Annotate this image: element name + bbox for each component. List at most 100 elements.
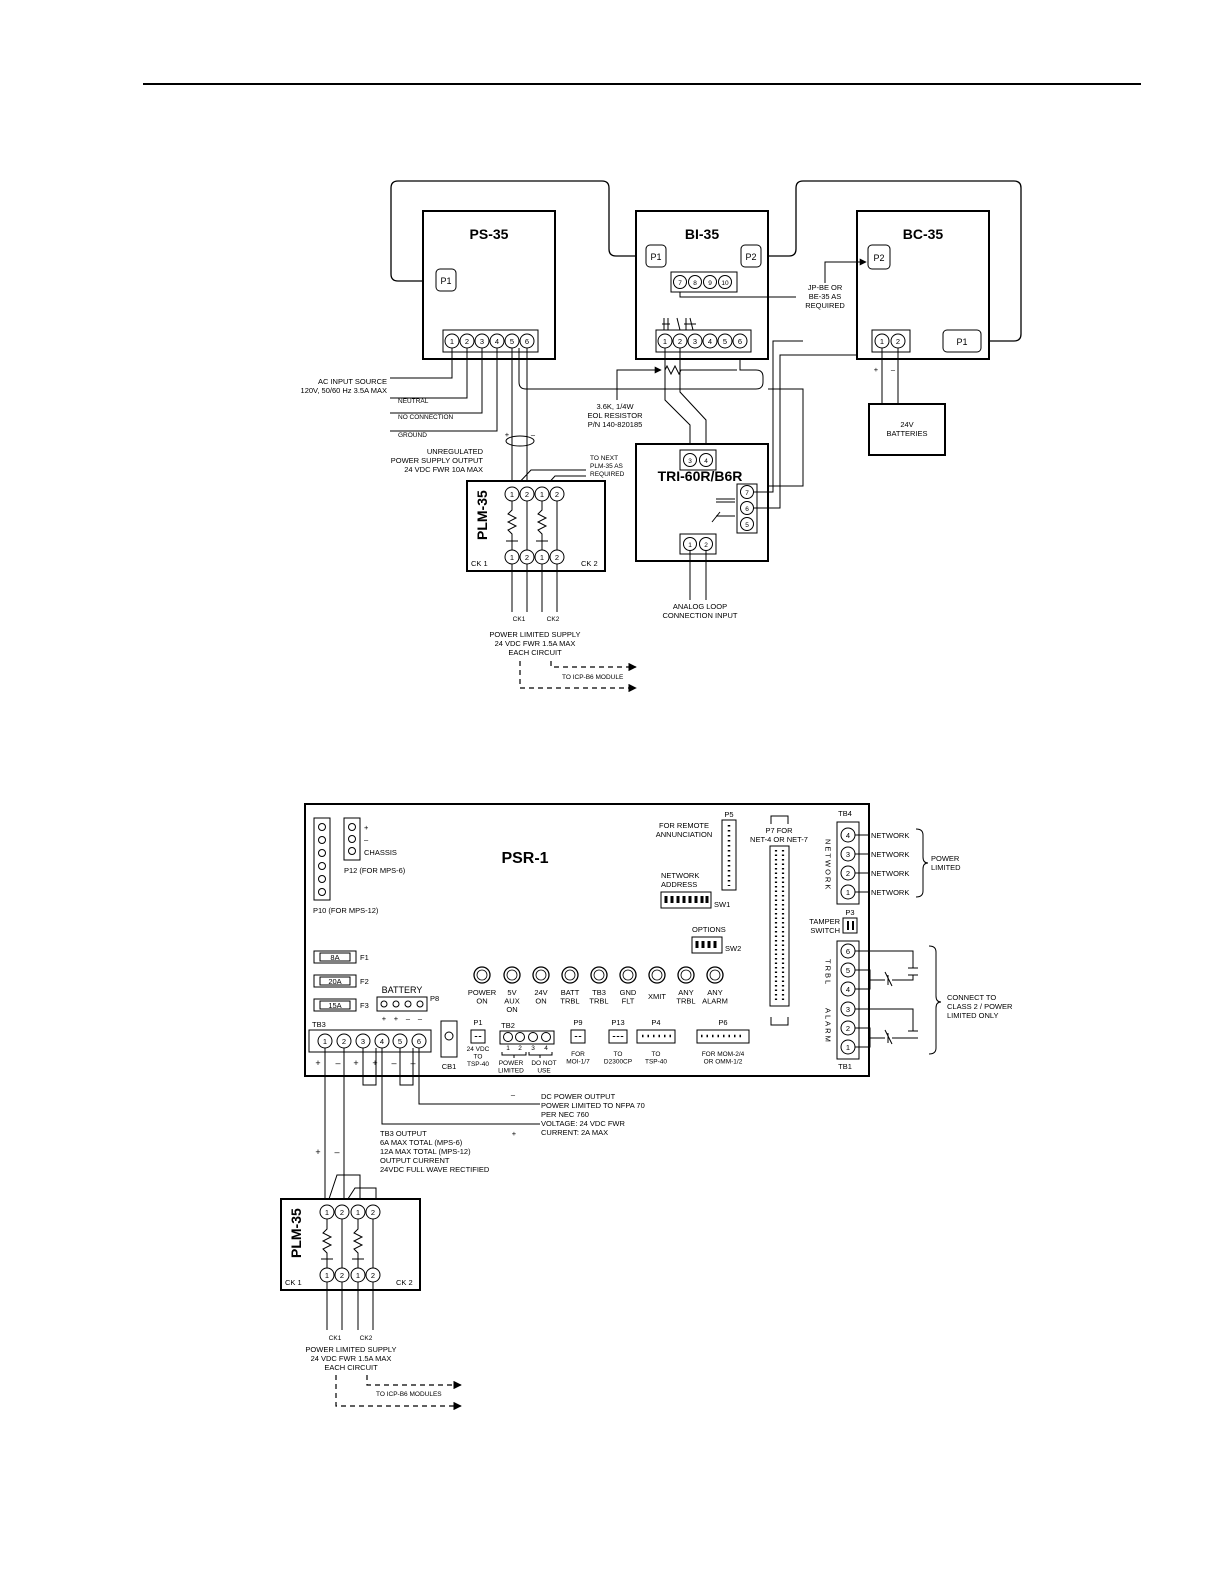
svg-text:2: 2 [340,1271,344,1280]
network-label: NETWORK [871,888,909,897]
plm35-top-title: PLM-35 [474,490,490,540]
battery-sign: – [418,1014,423,1023]
svg-text:1: 1 [846,888,850,897]
class2-brace [928,945,942,1055]
p9-connector [570,1029,586,1044]
tri-terminal [740,517,754,531]
svg-text:5: 5 [846,966,850,975]
p5-label: P5 [724,810,733,819]
ps35-p1-label: P1 [440,276,451,286]
to-icp-modules-label: TO ICP-B6 MODULES [376,1391,442,1398]
p12-pin [348,823,356,831]
bi35-p1 [645,244,667,268]
svg-text:1: 1 [325,1208,329,1217]
tb4-label: TB4 [838,809,852,818]
svg-text:20A: 20A [328,977,341,986]
bottom-diagram: PSR-1 P10 (FOR MPS-12) + – CHASSIS P12 (… [280,803,1013,1411]
battery-wires [881,348,899,404]
ps35-terminal-number: 1 [450,337,454,346]
svg-text:1: 1 [325,1271,329,1280]
ps35-title: PS-35 [470,226,509,242]
svg-text:F1: F1 [360,953,369,962]
tb2-braces [501,1052,553,1058]
to-icp-modules-arrow-2 [335,1375,462,1411]
svg-text:3: 3 [531,1045,535,1052]
network-brace [915,828,929,898]
tri-to-bc35-wire [753,340,803,493]
svg-text:2: 2 [342,1037,346,1046]
svg-text:3: 3 [693,337,697,346]
tri-relay-contacts [711,498,735,523]
tb2-terminal-block [499,1030,555,1045]
svg-text:5: 5 [398,1037,402,1046]
svg-text:15A: 15A [328,1001,341,1010]
sw2-label: SW2 [725,944,741,953]
options-label: OPTIONS [692,925,726,934]
ck2-top-label: CK2 [547,616,560,623]
tri-terminal-number: 5 [745,522,749,529]
psr1-title: PSR-1 [501,850,548,867]
battery-sign: – [406,1014,411,1023]
tb1-alarm-wiring [855,1008,918,1048]
output-plus-sign: + [505,430,510,439]
cb1-label: CB1 [442,1062,457,1071]
p12-pin [348,835,356,843]
p3-connector [842,917,858,934]
cable-ps35-bi35 [390,180,646,282]
tri-to-bc35-wire [753,354,857,509]
tb3-output-pointer [381,1048,540,1125]
svg-text:1: 1 [540,553,544,562]
to-icp-top-label: TO ICP-B6 MODULE [562,674,624,681]
svg-text:6: 6 [846,947,850,956]
p12-plus: + [364,823,369,832]
ac-wire-neutral [390,348,468,399]
bi35-relay-contacts [662,317,696,331]
trbl-vertical-label: TRBL [824,959,833,986]
sw1-label: SW1 [714,900,730,909]
bi35-to-tri-wire [664,348,691,452]
p7-bottom-key [770,1017,789,1026]
dc-plus: + [512,1129,517,1138]
tb3-jumper [362,1048,377,1086]
p13-name: P13 [611,1018,624,1027]
svg-text:2: 2 [518,1045,522,1052]
svg-text:4: 4 [708,337,712,346]
ps35-terminal-number: 3 [480,337,484,346]
jp-be-pointer [824,258,867,283]
p8-label: P8 [430,994,439,1003]
svg-text:2: 2 [371,1208,375,1217]
p9-pins [574,1036,582,1037]
network-label: NETWORK [871,850,909,859]
p10-label: P10 (FOR MPS-12) [313,906,379,915]
ps35-terminal-number: 4 [495,337,499,346]
plm35-top-terminals: 1 2 1 2 1 2 1 2 [504,486,565,565]
tri-terminal [699,453,713,467]
tri-terminal [683,537,697,551]
svg-text:4: 4 [544,1045,548,1052]
svg-text:2: 2 [678,337,682,346]
bi35-title: BI-35 [685,226,719,242]
plm-top-output-wires [511,564,558,612]
tb1-label: TB1 [838,1062,852,1071]
svg-text:4: 4 [846,985,850,994]
led-label: XMIT [648,992,666,1001]
plm35-bottom-circuit [321,1219,374,1268]
svg-text:1: 1 [663,337,667,346]
